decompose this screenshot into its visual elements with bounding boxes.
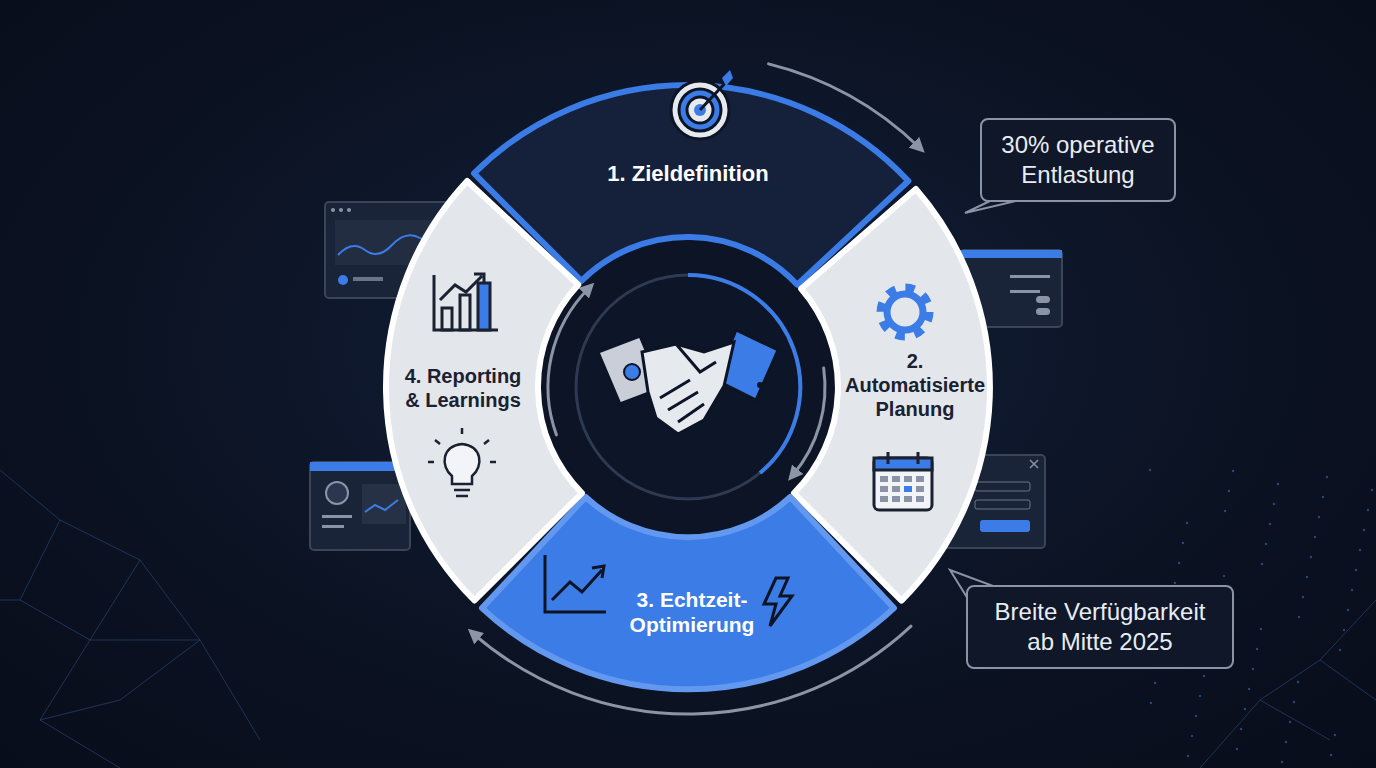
handshake-icon — [598, 330, 778, 434]
callout-box: Breite Verfügbarkeit ab Mitte 2025 — [966, 585, 1234, 669]
target-icon — [671, 70, 733, 139]
phase-label: 4. Reporting & Learnings — [402, 364, 524, 412]
center-ring — [576, 275, 800, 499]
phase-label: 3. Echtzeit-Optimierung — [609, 587, 774, 637]
callout-box: 30% operative Entlastung — [980, 118, 1176, 202]
callout-text: 30% operative Entlastung — [996, 130, 1160, 190]
phase-label: 1. Zieldefinition — [573, 161, 803, 187]
phase-label: 2. Automatisierte Planung — [842, 349, 988, 421]
segment-outline — [386, 181, 582, 600]
calendar-icon — [874, 452, 932, 510]
callout-text: Breite Verfügbarkeit ab Mitte 2025 — [982, 597, 1218, 657]
phase-segment: 4. Reporting & Learnings — [382, 177, 586, 605]
